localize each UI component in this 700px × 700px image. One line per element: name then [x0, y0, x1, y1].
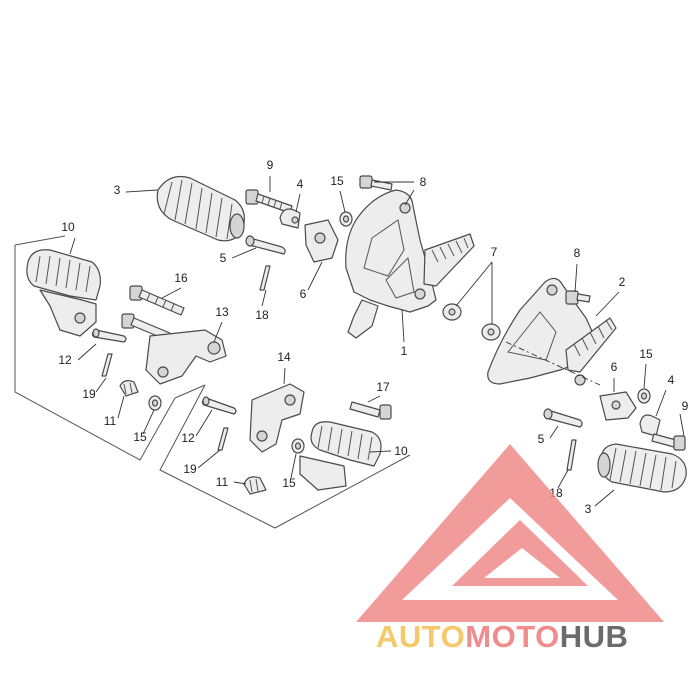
passenger-footpeg-lower: [299, 421, 382, 491]
part-label-10: 10: [61, 220, 75, 234]
pin-lower-right: [543, 408, 583, 428]
spring-11-lower: [243, 476, 267, 495]
part-label-19: 19: [82, 387, 96, 401]
part-label-12: 12: [58, 353, 72, 367]
watermark-logo: [356, 444, 664, 622]
bolt-17: [349, 401, 392, 420]
leader-lines: [69, 176, 685, 507]
part-label-5: 5: [220, 251, 227, 265]
part-label-12: 12: [181, 431, 195, 445]
frame-line: [14, 235, 66, 246]
bolt-8-top: [359, 175, 393, 191]
axis-line-right: [505, 341, 601, 386]
part-label-10: 10: [394, 444, 408, 458]
part-label-15: 15: [330, 174, 344, 188]
left-passenger-frame: [14, 245, 176, 461]
washer-15-left: [148, 395, 162, 411]
part-label-5: 5: [538, 432, 545, 446]
part-label-4: 4: [668, 373, 675, 387]
part-label-11: 11: [104, 414, 117, 428]
part-label-11: 11: [216, 475, 229, 489]
nut-spacer-7: [442, 303, 501, 341]
part-label-6: 6: [300, 287, 307, 301]
spring-pin-19-lower: [217, 427, 229, 451]
bracket-13: [145, 329, 227, 385]
part-label-9: 9: [267, 158, 274, 172]
footpeg-rubber-lower: [597, 443, 687, 493]
washer-upper: [339, 211, 353, 227]
part-label-19: 19: [183, 462, 197, 476]
part-label-8: 8: [574, 246, 581, 260]
part-label-14: 14: [277, 350, 291, 364]
part-label-3: 3: [585, 502, 592, 516]
part-label-15: 15: [282, 476, 296, 490]
main-bracket-left: [345, 189, 437, 339]
part-label-9: 9: [682, 399, 689, 413]
part-label-3: 3: [114, 183, 121, 197]
footpeg-rubber-upper: [156, 175, 245, 242]
spring-pin-19-left: [101, 353, 113, 377]
part-label-2: 2: [619, 275, 626, 289]
part-label-8: 8: [420, 175, 427, 189]
lower-assembly-frame: [159, 384, 411, 529]
watermark-text: AUTOMOTOHUB: [376, 619, 628, 654]
passenger-footpeg-left: [26, 249, 101, 337]
part-label-13: 13: [215, 305, 229, 319]
clip-lower-right: [639, 414, 661, 437]
spring-11-left: [119, 380, 139, 397]
left-rider-frame-top: [174, 384, 206, 399]
bolt-lower-right: [651, 433, 686, 451]
part-label-16: 16: [174, 271, 188, 285]
bracket-14: [249, 383, 305, 453]
clip-upper: [279, 208, 301, 229]
part-label-15: 15: [639, 347, 653, 361]
bolt-8-right: [565, 290, 591, 305]
part-label-1: 1: [401, 344, 408, 358]
spring-pin-18-upper: [259, 265, 271, 291]
part-label-6: 6: [611, 360, 618, 374]
part-label-18: 18: [255, 308, 269, 322]
part-label-17: 17: [376, 380, 390, 394]
bracket-lower-right: [599, 391, 637, 421]
spring-pin-right: [566, 439, 577, 471]
pin-12-left: [91, 328, 127, 343]
pin-12-lower: [201, 396, 237, 415]
part-label-7: 7: [491, 245, 498, 259]
part-label-4: 4: [297, 177, 304, 191]
step-pad-left: [423, 233, 475, 287]
part-label-15: 15: [133, 430, 147, 444]
pin-upper: [245, 235, 286, 255]
washer-15-lower: [291, 438, 305, 454]
bracket-upper: [304, 219, 339, 263]
main-bracket-right: [487, 277, 617, 386]
bolt-16: [129, 285, 185, 316]
washer-lower-right: [637, 388, 651, 404]
